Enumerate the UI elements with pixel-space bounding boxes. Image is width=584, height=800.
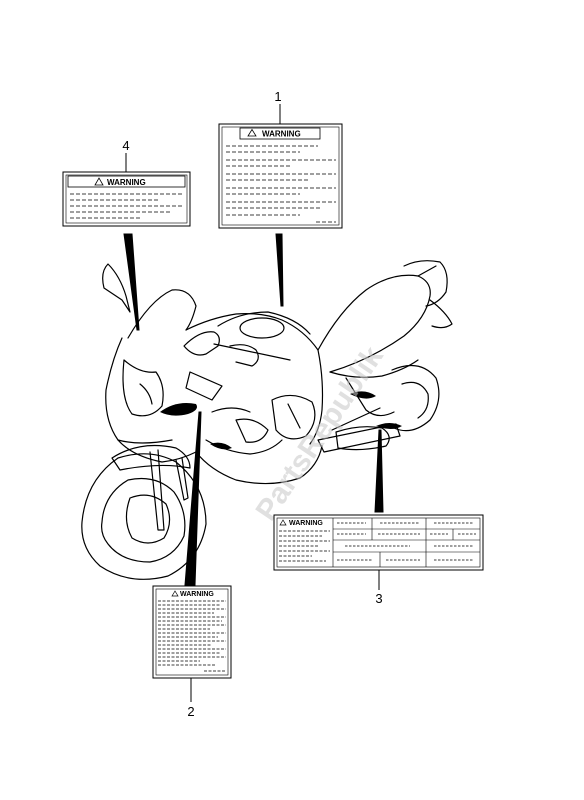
fairing-shading <box>160 391 402 450</box>
warning-title-1: WARNING <box>262 130 301 139</box>
callout-number-4: 4 <box>122 138 129 153</box>
warning-label-3: WARNING <box>273 514 484 571</box>
callout-4: 4 <box>122 138 130 172</box>
warning-title-2: WARNING <box>180 591 214 598</box>
callout-1: 1 <box>274 89 282 124</box>
callout-number-3: 3 <box>375 591 382 606</box>
leader-wedge-4 <box>123 233 140 331</box>
warning-title-3: WARNING <box>289 520 323 527</box>
motorcycle-outline <box>81 260 453 580</box>
callout-number-2: 2 <box>187 704 194 719</box>
callout-number-1: 1 <box>274 89 281 104</box>
leader-wedge-3 <box>374 429 384 513</box>
warning-label-2: WARNING <box>152 585 232 679</box>
warning-label-4: WARNING <box>62 171 191 227</box>
leader-wedge-1 <box>275 233 284 307</box>
watermark-text: PartsRepublik <box>250 341 390 527</box>
warning-triangle-icon <box>94 177 104 186</box>
warning-triangle-icon <box>171 590 179 597</box>
warning-triangle-icon <box>279 519 287 526</box>
warning-triangle-icon <box>247 128 257 137</box>
warning-label-1: WARNING <box>218 123 343 229</box>
callout-3: 3 <box>375 570 383 606</box>
leader-wedge-2 <box>184 411 202 586</box>
warning-title-4: WARNING <box>107 178 146 187</box>
leader-lines <box>123 233 384 586</box>
callout-2: 2 <box>187 678 195 719</box>
